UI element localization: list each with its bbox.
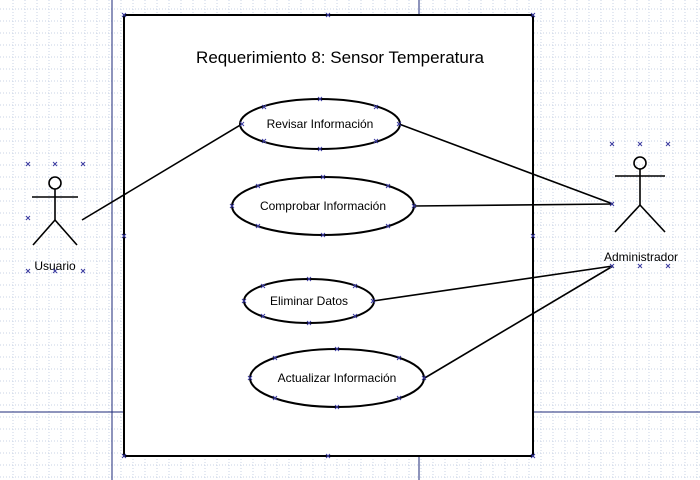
handle-mark-icon xyxy=(247,375,253,381)
association-usuario-revisar[interactable] xyxy=(81,123,243,221)
handle-mark-icon xyxy=(261,104,267,110)
association-admin-comprobar[interactable] xyxy=(413,203,614,207)
handle-mark-icon xyxy=(334,346,340,352)
handle-mark-icon xyxy=(80,161,86,167)
handle-mark-icon xyxy=(396,355,402,361)
actor-label: Administrador xyxy=(604,250,678,264)
handle-mark-icon xyxy=(373,138,379,144)
system-title: Requerimiento 8: Sensor Temperatura xyxy=(196,48,484,67)
handle-mark-icon xyxy=(121,12,127,18)
handle-mark-icon xyxy=(261,138,267,144)
use-case-comprobar[interactable]: Comprobar Información xyxy=(231,176,415,236)
handle-mark-icon xyxy=(665,141,671,147)
handle-mark-icon xyxy=(530,12,536,18)
handle-mark-icon xyxy=(385,223,391,229)
handle-mark-icon xyxy=(52,268,58,274)
handle-mark-icon xyxy=(530,453,536,459)
handle-mark-icon xyxy=(241,298,247,304)
handle-mark-icon xyxy=(52,161,58,167)
handle-mark-icon xyxy=(239,121,245,127)
actor-usuario[interactable]: Usuario xyxy=(32,176,78,273)
handle-mark-icon xyxy=(320,174,326,180)
handle-mark-icon xyxy=(320,232,326,238)
stick-figure-icon xyxy=(614,156,666,233)
actor-administrador[interactable]: Administrador xyxy=(604,156,678,264)
handle-mark-icon xyxy=(637,263,643,269)
handle-mark-icon xyxy=(609,201,615,207)
handle-mark-icon xyxy=(385,183,391,189)
handle-mark-icon xyxy=(260,313,266,319)
handle-mark-icon xyxy=(352,283,358,289)
association-admin-revisar[interactable] xyxy=(398,123,614,205)
handle-mark-icon xyxy=(396,121,402,127)
handle-mark-icon xyxy=(317,146,323,152)
stick-figure-icon xyxy=(32,176,78,246)
handle-mark-icon xyxy=(272,395,278,401)
handle-mark-icon xyxy=(530,233,536,239)
handle-mark-icon xyxy=(352,313,358,319)
handle-mark-icon xyxy=(260,283,266,289)
handle-mark-icon xyxy=(665,263,671,269)
handle-mark-icon xyxy=(25,215,31,221)
use-case-label: Actualizar Información xyxy=(278,371,397,385)
use-case-revisar[interactable]: Revisar Información xyxy=(239,98,401,150)
actor-label: Usuario xyxy=(34,259,76,273)
handle-mark-icon xyxy=(306,276,312,282)
handle-mark-icon xyxy=(229,203,235,209)
handle-mark-icon xyxy=(255,183,261,189)
handle-mark-icon xyxy=(609,263,615,269)
handle-mark-icon xyxy=(25,161,31,167)
handle-mark-icon xyxy=(370,298,376,304)
handle-mark-icon xyxy=(609,141,615,147)
use-case-label: Revisar Información xyxy=(267,117,374,131)
use-case-label: Eliminar Datos xyxy=(270,294,348,308)
handle-mark-icon xyxy=(421,375,427,381)
handle-mark-icon xyxy=(25,268,31,274)
handle-mark-icon xyxy=(334,404,340,410)
handle-mark-icon xyxy=(411,203,417,209)
association-admin-eliminar[interactable] xyxy=(372,265,614,302)
use-case-label: Comprobar Información xyxy=(260,199,386,213)
association-admin-actualizar[interactable] xyxy=(422,265,614,380)
handle-mark-icon xyxy=(637,141,643,147)
handle-mark-icon xyxy=(325,453,331,459)
handle-mark-icon xyxy=(396,395,402,401)
connection-handles xyxy=(25,12,671,459)
use-case-actualizar[interactable]: Actualizar Información xyxy=(249,348,425,408)
handle-mark-icon xyxy=(255,223,261,229)
handle-mark-icon xyxy=(121,233,127,239)
handle-mark-icon xyxy=(317,96,323,102)
handle-mark-icon xyxy=(121,453,127,459)
handle-mark-icon xyxy=(325,12,331,18)
handle-mark-icon xyxy=(80,268,86,274)
associations xyxy=(81,123,614,380)
handle-mark-icon xyxy=(306,320,312,326)
handle-mark-icon xyxy=(272,355,278,361)
handle-mark-icon xyxy=(373,104,379,110)
